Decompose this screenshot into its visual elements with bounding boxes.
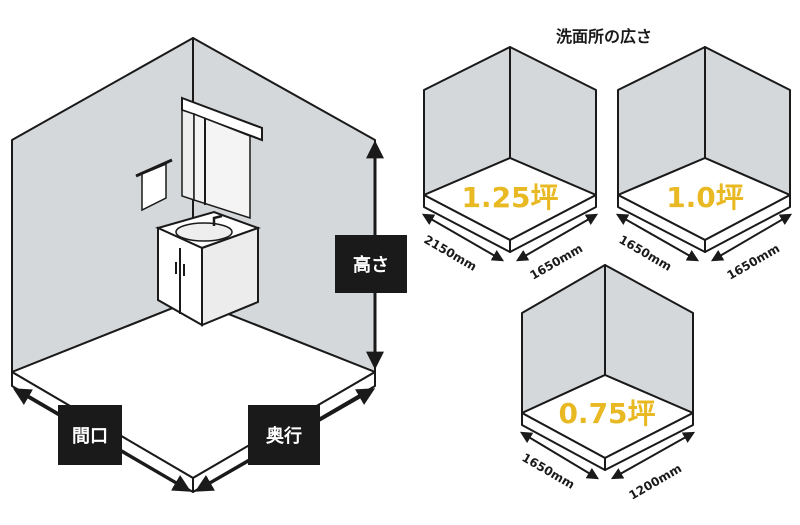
room-2-dim-left: 1650mm xyxy=(617,232,675,273)
vanity-cabinet-side xyxy=(201,226,259,327)
main-room: 高さ 間口 奥行 xyxy=(11,37,407,493)
depth-label: 奥行 xyxy=(266,425,302,447)
room-card-3: 0.75坪 1650mm 1200mm xyxy=(520,264,696,503)
towel xyxy=(141,162,167,212)
height-label: 高さ xyxy=(353,254,389,276)
mirror xyxy=(193,112,251,220)
faucet xyxy=(212,214,223,226)
room-3-dim-left: 1650mm xyxy=(520,450,578,491)
room-card-2: 1.0坪 1650mm 1650mm xyxy=(615,46,793,283)
frontage-label-box xyxy=(58,405,122,465)
sink-basin xyxy=(175,222,233,242)
diagram-title: 洗面所の広さ xyxy=(556,27,652,46)
room-1-dim-right: 1650mm xyxy=(528,241,586,282)
depth-label-box xyxy=(248,405,320,465)
vanity xyxy=(135,96,263,327)
mirror-cabinet-side xyxy=(181,108,195,202)
room-3-area: 0.75坪 xyxy=(558,397,655,430)
height-label-box xyxy=(335,235,407,293)
room-1-dim-left: 2150mm xyxy=(422,232,480,273)
room-2-area: 1.0坪 xyxy=(666,181,744,214)
room-3-dim-right: 1200mm xyxy=(627,461,685,502)
frontage-label: 間口 xyxy=(72,426,108,447)
mirror-cabinet xyxy=(181,96,263,142)
room-1-area: 1.25坪 xyxy=(461,181,558,214)
room-card-1: 1.25坪 2150mm 1650mm xyxy=(422,46,599,283)
